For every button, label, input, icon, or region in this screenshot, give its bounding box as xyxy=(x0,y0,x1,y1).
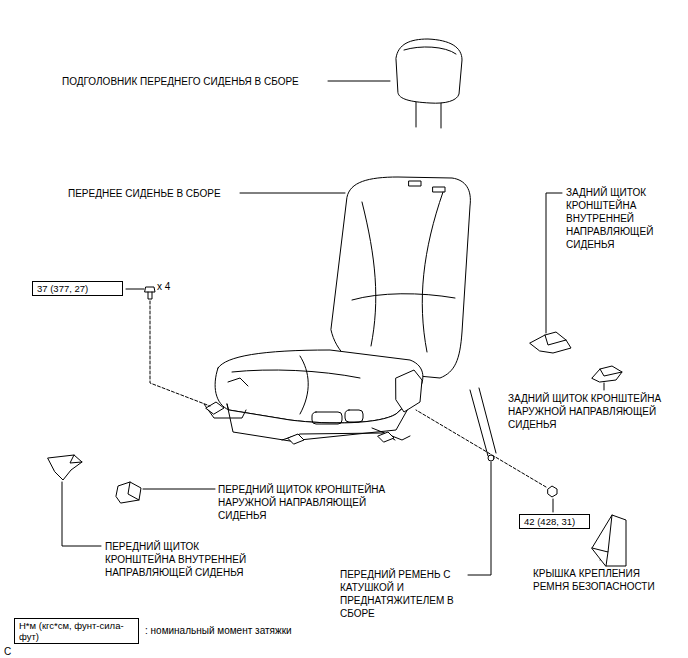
leader-line xyxy=(62,482,101,546)
seat-belt-cover xyxy=(592,515,626,566)
leader-line xyxy=(553,499,554,512)
part-name: ЗАДНИЙ ЩИТОК КРОНШТЕЙНА ВНУТРЕННЕЙ НАПРА… xyxy=(566,186,674,251)
leader-lines xyxy=(62,81,604,575)
seat-belt-strap xyxy=(470,388,496,456)
headrest-post xyxy=(416,102,441,128)
rear-inner-guard xyxy=(530,332,571,353)
leader-line xyxy=(604,383,605,390)
leader-line xyxy=(240,193,345,194)
torque-box: 42 (428, 31) xyxy=(519,514,590,529)
front-inner-guard xyxy=(48,455,82,480)
dashed-leader xyxy=(150,301,210,406)
legend-box: Н*м (кгс*см, фунт-сила-фут) xyxy=(14,618,139,644)
headrest-seam xyxy=(404,47,456,54)
torque-value: 37 (377, 27) xyxy=(37,283,88,294)
leader-line xyxy=(126,289,144,290)
cushion-seam xyxy=(232,356,360,414)
leader-line xyxy=(468,462,491,575)
nut xyxy=(548,486,557,497)
seat-back-seam xyxy=(352,192,455,352)
headrest-hole xyxy=(409,181,445,192)
leader-line xyxy=(143,489,215,490)
part-name: ПОДГОЛОВНИК ПЕРЕДНЕГО СИДЕНЬЯ В СБОРЕ xyxy=(62,75,299,88)
torque-box: 37 (377, 27) xyxy=(32,281,123,296)
bolt xyxy=(145,287,155,299)
quantity-note: x 4 xyxy=(157,280,170,293)
leader-line xyxy=(328,81,390,82)
unit-text: Н*м (кгс*см, фунт-сила-фут) xyxy=(19,620,134,642)
headrest xyxy=(396,39,462,128)
torque-value: 42 (428, 31) xyxy=(524,516,575,527)
rail-foot xyxy=(206,402,394,444)
part-name: ПЕРЕДНИЙ ЩИТОК КРОНШТЕЙНА ВНУТРЕННЕЙ НАП… xyxy=(105,540,265,579)
part-name: ПЕРЕДНИЙ ЩИТОК КРОНШТЕЙНА НАРУЖНОЙ НАПРА… xyxy=(218,483,398,522)
front-outer-guard xyxy=(116,482,141,503)
seat-switch xyxy=(345,410,363,422)
part-name: ПЕРЕДНЕЕ СИДЕНЬЕ В СБОРЕ xyxy=(68,187,221,200)
recliner-bracket xyxy=(396,370,422,412)
part-name: ПЕРЕДНИЙ РЕМЕНЬ С КАТУШКОЙ И ПРЕДНАТЯЖИТ… xyxy=(340,568,464,620)
figure-code: C xyxy=(4,645,11,658)
part-name: КРЫШКА КРЕПЛЕНИЯ РЕМНЯ БЕЗОПАСНОСТИ xyxy=(533,567,678,593)
seat xyxy=(204,177,470,444)
seat-rail xyxy=(204,378,410,440)
seat-back xyxy=(331,177,470,378)
headrest-cushion xyxy=(396,39,462,103)
part-name: ЗАДНИЙ ЩИТОК КРОНШТЕЙНА НАРУЖНОЙ НАПРАВЛ… xyxy=(508,392,678,431)
rear-outer-guard xyxy=(592,366,622,382)
seat-switch xyxy=(312,412,342,424)
legend-note: : номинальный момент затяжки xyxy=(145,624,292,637)
leader-line xyxy=(546,193,562,333)
